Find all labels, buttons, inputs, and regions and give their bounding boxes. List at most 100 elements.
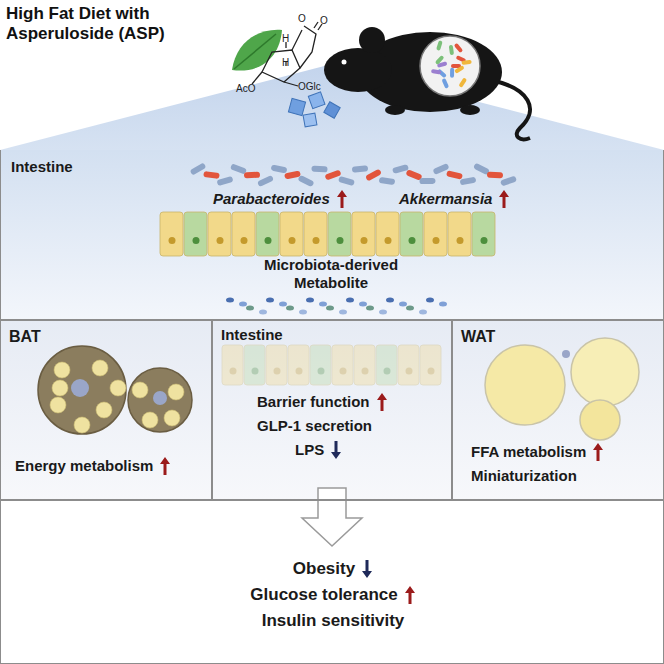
panel: IntestineParabacteroides AkkermansiaMicro… — [0, 150, 664, 320]
cell — [160, 212, 183, 256]
droplet — [52, 380, 68, 396]
bacterium — [284, 171, 301, 180]
droplet — [142, 412, 158, 428]
arrow-shape — [593, 443, 603, 461]
microbe — [454, 65, 465, 74]
cell — [420, 345, 441, 385]
bacterium — [244, 172, 260, 179]
bacterium — [216, 176, 233, 186]
droplet — [110, 380, 126, 396]
arrow-shape — [337, 190, 347, 208]
cell — [256, 212, 279, 256]
nucleus — [384, 368, 391, 375]
bacterium — [460, 177, 477, 186]
nucleus — [385, 237, 392, 244]
cell — [310, 345, 331, 385]
metabolite — [386, 298, 394, 303]
metabolite — [286, 306, 294, 311]
microbe — [449, 45, 454, 55]
leaf — [232, 30, 282, 71]
cell — [400, 212, 423, 256]
nucleus — [406, 368, 413, 375]
microbe — [431, 69, 442, 75]
cell — [244, 345, 265, 385]
nucleus — [428, 368, 435, 375]
bacteria — [190, 162, 517, 187]
metabolite — [239, 302, 247, 307]
panel-text: Insulin sensitivity — [262, 611, 405, 631]
microbe — [441, 78, 449, 89]
metabolite — [406, 306, 414, 311]
cell — [208, 212, 231, 256]
bacterium — [352, 165, 369, 173]
nucleus — [340, 368, 347, 375]
nucleus — [252, 368, 259, 375]
increase-arrow — [376, 392, 388, 412]
panel: IntestineBarrier functionGLP-1 secretion… — [212, 320, 452, 500]
metabolite — [306, 298, 314, 303]
increase-arrow — [404, 585, 416, 605]
nucleus — [481, 237, 488, 244]
brown-adipocytes — [38, 346, 192, 434]
nucleus — [457, 237, 464, 244]
panel-text: LPS — [295, 441, 324, 459]
cell — [376, 212, 399, 256]
metabolite — [426, 298, 434, 303]
bacterium — [311, 166, 327, 173]
nucleus — [361, 237, 368, 244]
metabolite — [339, 310, 347, 315]
metabolite — [226, 298, 234, 303]
bacterium — [487, 171, 503, 178]
droplet — [74, 417, 90, 433]
cell — [424, 212, 447, 256]
bacterium — [230, 163, 247, 174]
cell — [222, 345, 243, 385]
metabolite — [246, 306, 254, 311]
nucleus — [265, 237, 272, 244]
panel-heading: BAT — [9, 327, 41, 346]
panel-text: GLP-1 secretion — [257, 417, 372, 435]
cell — [304, 212, 327, 256]
panel-text: FFA metabolism — [471, 443, 586, 461]
nucleus — [409, 237, 416, 244]
droplet — [164, 410, 180, 426]
droplet — [132, 382, 148, 398]
panel-text: Parabacteroides — [213, 190, 330, 208]
arrow-shape — [160, 457, 170, 475]
droplet — [50, 397, 66, 413]
microbe — [450, 68, 454, 78]
metabolite — [359, 302, 367, 307]
bacterium — [500, 176, 517, 187]
cell — [472, 212, 495, 256]
nucleus — [289, 237, 296, 244]
panel: ObesityGlucose toleranceInsulin sensitiv… — [0, 500, 664, 664]
microbe — [461, 60, 471, 65]
panel-text: Glucose tolerance — [250, 585, 397, 605]
cell — [280, 212, 303, 256]
nucleus — [313, 237, 320, 244]
cell — [354, 345, 375, 385]
metabolite — [346, 298, 354, 303]
panel-text: Akkermansia — [399, 190, 492, 208]
cell — [398, 345, 419, 385]
droplet — [92, 360, 108, 376]
panel-text: Barrier function — [257, 393, 370, 411]
cell — [184, 212, 207, 256]
increase-arrow — [592, 442, 604, 462]
metabolite — [266, 298, 274, 303]
metabolite — [279, 302, 287, 307]
metabolites — [226, 298, 447, 315]
panel-heading: Intestine — [11, 158, 73, 176]
bacterium — [405, 169, 422, 181]
bacterium — [446, 170, 463, 179]
bacterium — [297, 175, 314, 187]
title: High Fat Diet with Asperuloside (ASP) — [6, 4, 211, 43]
increase-arrow — [498, 189, 510, 209]
epithelium — [160, 212, 495, 256]
leaf-vein — [234, 34, 276, 69]
cell — [266, 345, 287, 385]
increase-arrow — [336, 189, 348, 209]
panel-text: Microbiota-derived Metabolite — [236, 256, 426, 292]
lipid-droplets — [50, 360, 184, 433]
